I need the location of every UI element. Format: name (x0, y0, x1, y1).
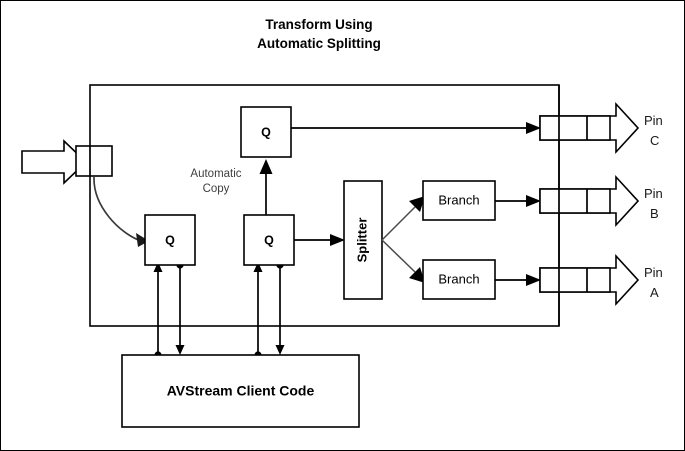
queue-box-top (240, 106, 292, 158)
queue-mid-down-arrowhead (275, 345, 285, 355)
splitter-box (343, 180, 383, 300)
branch-box-bottom-label: Branch (438, 271, 479, 286)
diagram-title-line2: Automatic Splitting (257, 36, 381, 51)
queue-top-to-pin-c-arrowhead (526, 122, 541, 134)
queue-box-middle-label: Q (264, 233, 274, 247)
branch-box-top-label: Branch (438, 192, 479, 207)
splitter-to-branch-bottom-arrowhead (409, 267, 425, 283)
queue-middle-to-splitter-arrowhead (330, 234, 345, 246)
output-pin-b-box (539, 188, 611, 214)
queue-box-left (144, 214, 196, 266)
queue-box-middle (243, 214, 295, 266)
splitter-to-branch-bottom-line (381, 239, 416, 273)
avstream-client-code-label: AVStream Client Code (167, 383, 315, 399)
splitter-to-branch-top-line (381, 206, 416, 241)
output-pin-a-label-line1: Pin (644, 265, 663, 280)
queue-left-up-arrowhead (153, 262, 163, 272)
queue-box-left-label: Q (165, 233, 175, 247)
branch-top-to-pin-b-arrowhead (526, 195, 541, 207)
input-pin-arrow (21, 139, 88, 185)
output-pin-c-label-line2: C (650, 133, 659, 148)
branch-box-bottom (422, 259, 496, 300)
output-pin-b-label-line2: B (650, 206, 659, 221)
queue-left-down-arrowhead (175, 345, 185, 355)
splitter-box-label: Splitter (354, 218, 369, 263)
branch-bottom-to-pin-a-arrowhead (526, 274, 541, 286)
diagram-title-line1: Transform Using (265, 17, 372, 32)
automatic-copy-note-line2: Copy (203, 183, 230, 195)
output-pin-c-box (539, 115, 611, 141)
queue-box-top-label: Q (261, 125, 271, 139)
splitter-to-branch-top-arrowhead (409, 196, 425, 212)
queue-mid-up-arrowhead (253, 262, 263, 272)
automatic-copy-note-line1: Automatic (190, 168, 241, 180)
input-to-queue-arrowhead (136, 233, 149, 247)
avstream-client-code-box (121, 354, 360, 428)
output-pin-a-label-line2: A (650, 285, 659, 300)
automatic-copy-arrowhead (259, 159, 273, 174)
input-to-queue-curve (93, 176, 142, 242)
output-pin-a-box (539, 267, 611, 293)
output-pin-c-label-line1: Pin (644, 113, 663, 128)
output-pin-b-label-line1: Pin (644, 186, 663, 201)
input-pin-connector-box (75, 145, 113, 177)
